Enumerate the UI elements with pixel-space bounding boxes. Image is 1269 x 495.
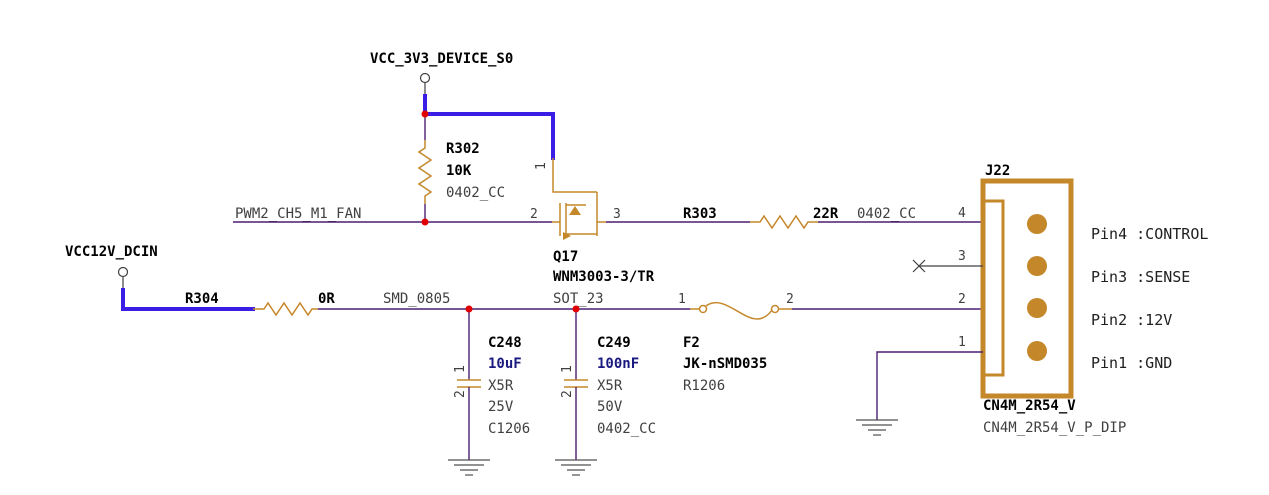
- vcc-3v3-bus[interactable]: [423, 94, 555, 160]
- f2-ref: F2: [683, 335, 700, 351]
- c249-package: 0402_CC: [597, 421, 656, 437]
- j22-pin3-contact-icon: [1027, 256, 1047, 276]
- junction-dot: [421, 110, 429, 118]
- q17-arrow-icon: [569, 206, 581, 215]
- no-connect-icon: [912, 259, 926, 273]
- f2-package: R1206: [683, 378, 725, 394]
- c249-pin1-number: 1: [560, 365, 575, 373]
- j22-housing: [980, 178, 1074, 399]
- q17-package: SOT_23: [553, 291, 604, 307]
- pwm-net[interactable]: PWM2_CH5_M1_FAN: [233, 206, 552, 223]
- c249-ref: C249: [597, 335, 631, 351]
- r302-ref: R302: [446, 141, 480, 157]
- vcc-3v3-net-label: VCC_3V3_DEVICE_S0: [370, 51, 513, 67]
- vcc-12v-power-port[interactable]: VCC12V_DCIN: [65, 244, 158, 288]
- c249-capacitor[interactable]: 1 2 C249 100nF X5R 50V 0402_CC: [560, 309, 656, 460]
- r304-package: SMD_0805: [383, 291, 450, 307]
- r302-package: 0402_CC: [446, 185, 505, 201]
- j22-pin2-number: 2: [958, 292, 966, 307]
- r303-value: 22R: [813, 206, 839, 222]
- vcc-12v-net-label: VCC12V_DCIN: [65, 244, 158, 260]
- j22-ref: J22: [985, 163, 1010, 179]
- f2-left-terminal: [698, 304, 708, 314]
- j22-inner-shroud: [983, 199, 1005, 377]
- r304-zigzag: [253, 301, 318, 317]
- q17-pin3-number: 3: [613, 207, 621, 222]
- r303-ref: R303: [683, 206, 717, 222]
- j22-pin4-number: 4: [958, 206, 966, 221]
- junction-dot: [421, 218, 429, 226]
- j22-gnd-wire[interactable]: [876, 351, 983, 420]
- c248-pin2-number: 2: [453, 390, 468, 398]
- f2-value: JK-nSMD035: [683, 356, 767, 372]
- j22-pin1-label: Pin1 :GND: [1091, 354, 1172, 372]
- vcc-12v-port-circle: [117, 266, 129, 278]
- j22-pin2-contact-icon: [1027, 298, 1047, 318]
- f2-fuse[interactable]: 1 2 F2 JK-nSMD035 R1206: [678, 292, 794, 394]
- r303-package: 0402_CC: [857, 206, 916, 222]
- c248-package: C1206: [488, 421, 530, 437]
- f2-right-terminal: [770, 304, 780, 314]
- c249-pin2-number: 2: [560, 390, 575, 398]
- vcc-12v-bus[interactable]: [121, 288, 255, 311]
- vcc-3v3-power-port[interactable]: VCC_3V3_DEVICE_S0: [370, 51, 513, 94]
- q17-pin2-number: 2: [530, 207, 538, 222]
- r304-ref: R304: [185, 291, 219, 307]
- f2-pin2-number: 2: [786, 292, 794, 307]
- c248-voltage: 25V: [488, 399, 514, 415]
- r303-resistor[interactable]: R303 22R 0402_CC: [683, 206, 916, 230]
- r302-zigzag: [417, 140, 433, 204]
- c248-pin1-number: 1: [453, 365, 468, 373]
- pwm-net-label: PWM2_CH5_M1_FAN: [235, 206, 361, 222]
- junction-dot: [465, 305, 473, 313]
- j22-pin4-label: Pin4 :CONTROL: [1091, 225, 1208, 243]
- j22-pin1-number: 1: [958, 335, 966, 350]
- r304-resistor[interactable]: R304 0R SMD_0805: [185, 291, 450, 317]
- j22-ground-icon: [856, 419, 898, 436]
- r304-value: 0R: [318, 291, 335, 307]
- r303-zigzag: [750, 214, 818, 230]
- q17-body-diode-icon: [563, 232, 571, 240]
- c248-ref: C248: [488, 335, 522, 351]
- j22-pin4-contact-icon: [1027, 214, 1047, 234]
- f2-pin1-number: 1: [678, 292, 686, 307]
- c248-value: 10uF: [488, 356, 522, 372]
- j22-pin2-label: Pin2 :12V: [1091, 311, 1172, 329]
- j22-value: CN4M_2R54_V: [983, 398, 1076, 414]
- j22-connector[interactable]: J22 4 3 2 1 Pin4 :CONTROL Pin3 :SENSE Pi…: [958, 163, 1208, 436]
- c248-capacitor[interactable]: 1 2 C248 10uF X5R 25V C1206: [453, 309, 530, 460]
- r302-resistor[interactable]: R302 10K 0402_CC: [417, 114, 505, 222]
- junction-dot: [572, 305, 580, 313]
- q17-ref: Q17: [553, 249, 578, 265]
- j22-package: CN4M_2R54_V_P_DIP: [983, 420, 1126, 436]
- r302-value: 10K: [446, 163, 472, 179]
- c248-dielectric: X5R: [488, 378, 514, 394]
- c249-voltage: 50V: [597, 399, 623, 415]
- c249-value: 100nF: [597, 356, 639, 372]
- c249-dielectric: X5R: [597, 378, 623, 394]
- q17-mosfet[interactable]: 1 2 3 Q17 WNM3003-3/TR SOT_23: [530, 158, 655, 307]
- q17-drain-lead: [552, 158, 597, 193]
- j22-pin1-contact-icon: [1027, 341, 1047, 361]
- q17-channel-leads: [566, 204, 597, 235]
- q17-pin1-number: 1: [534, 162, 549, 170]
- j22-pin3-label: Pin3 :SENSE: [1091, 268, 1190, 286]
- f2-element: [705, 302, 773, 320]
- j22-pin3-number: 3: [958, 249, 966, 264]
- vcc-3v3-port-circle: [419, 72, 431, 84]
- q17-value: WNM3003-3/TR: [553, 269, 655, 285]
- c249-ground-icon: [555, 459, 597, 476]
- c248-ground-icon: [448, 459, 490, 476]
